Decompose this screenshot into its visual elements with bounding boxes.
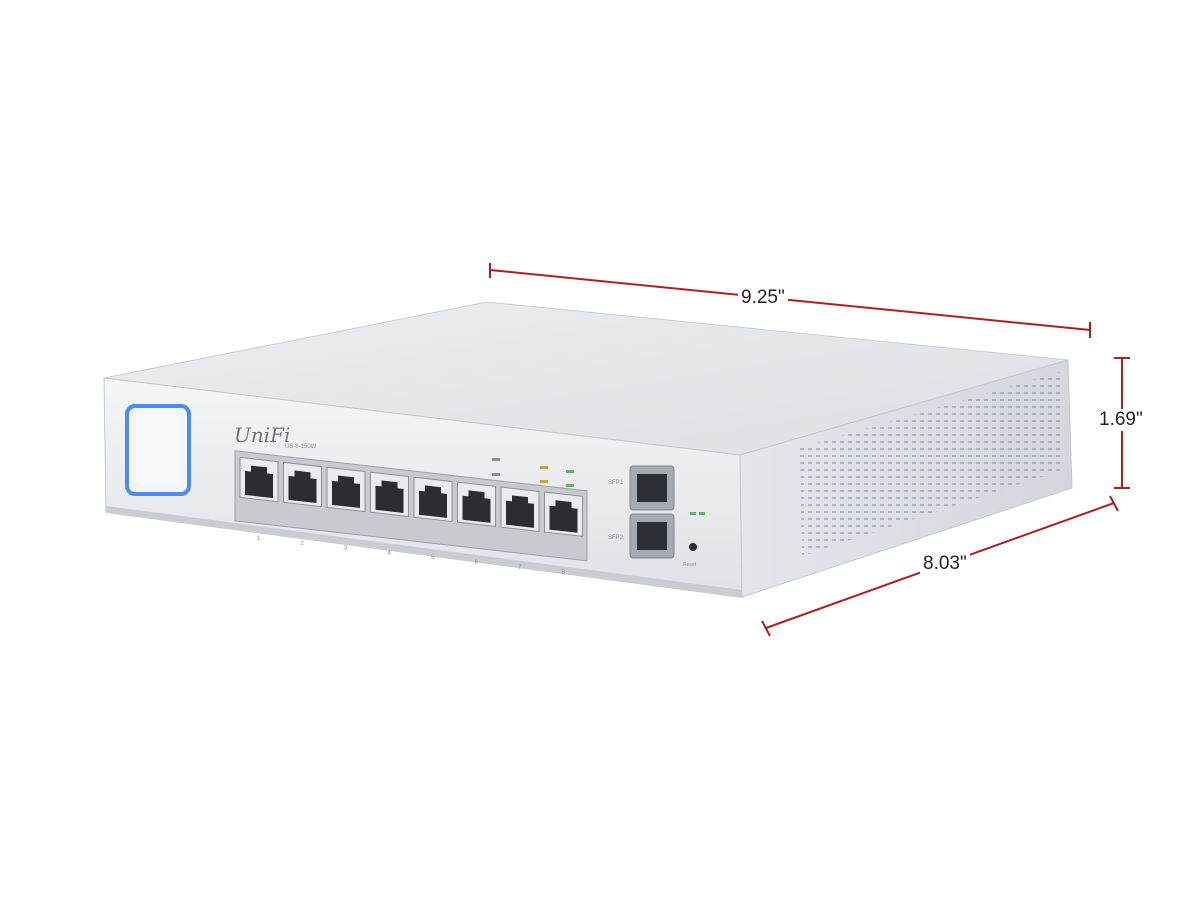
port-number-label: 8 <box>562 570 566 576</box>
width-dimension-label: 9.25" <box>738 287 788 309</box>
rj45-port <box>370 471 409 518</box>
sfp-status-led-2 <box>699 512 705 515</box>
sfp-cage-2 <box>629 513 675 559</box>
port-number-label: 5 <box>431 555 435 561</box>
sfp-status-led-1 <box>690 512 696 515</box>
sfp1-label: SFP1 <box>608 480 624 486</box>
rj45-port-block <box>234 450 588 562</box>
rj45-port <box>326 466 366 513</box>
height-dimension-label: 1.69" <box>1096 409 1146 431</box>
rj45-port <box>500 486 540 532</box>
rj45-port <box>413 476 453 523</box>
reset-button <box>689 543 697 551</box>
port-number-label: 2 <box>301 541 305 547</box>
reset-label: Reset <box>683 562 697 568</box>
status-led-inner <box>136 415 180 485</box>
sfp-cage-1 <box>629 465 675 511</box>
model-badge: US-8-150W <box>285 444 317 450</box>
depth-dimension-label: 8.03" <box>920 553 970 575</box>
led-legend <box>492 458 574 487</box>
port-number-label: 4 <box>388 550 392 556</box>
rj45-port <box>283 461 322 508</box>
rj45-port <box>239 456 279 503</box>
brand-logo: UniFi <box>234 423 290 447</box>
dimension-line-width <box>489 263 1091 338</box>
port-number-label: 3 <box>344 546 348 552</box>
port-number-label: 1 <box>257 536 261 542</box>
rj45-port <box>544 491 583 537</box>
switch-front-bottom-edge <box>106 506 742 598</box>
side-vent-grille <box>800 372 1062 556</box>
sfp2-label: SFP2 <box>608 535 624 541</box>
rj45-port <box>457 481 496 528</box>
port-number-labels: 1 2 3 4 5 6 7 8 <box>257 536 566 576</box>
rj45-port-housing <box>234 450 588 562</box>
port-number-label: 6 <box>475 560 479 566</box>
port-number-label: 7 <box>518 565 522 571</box>
